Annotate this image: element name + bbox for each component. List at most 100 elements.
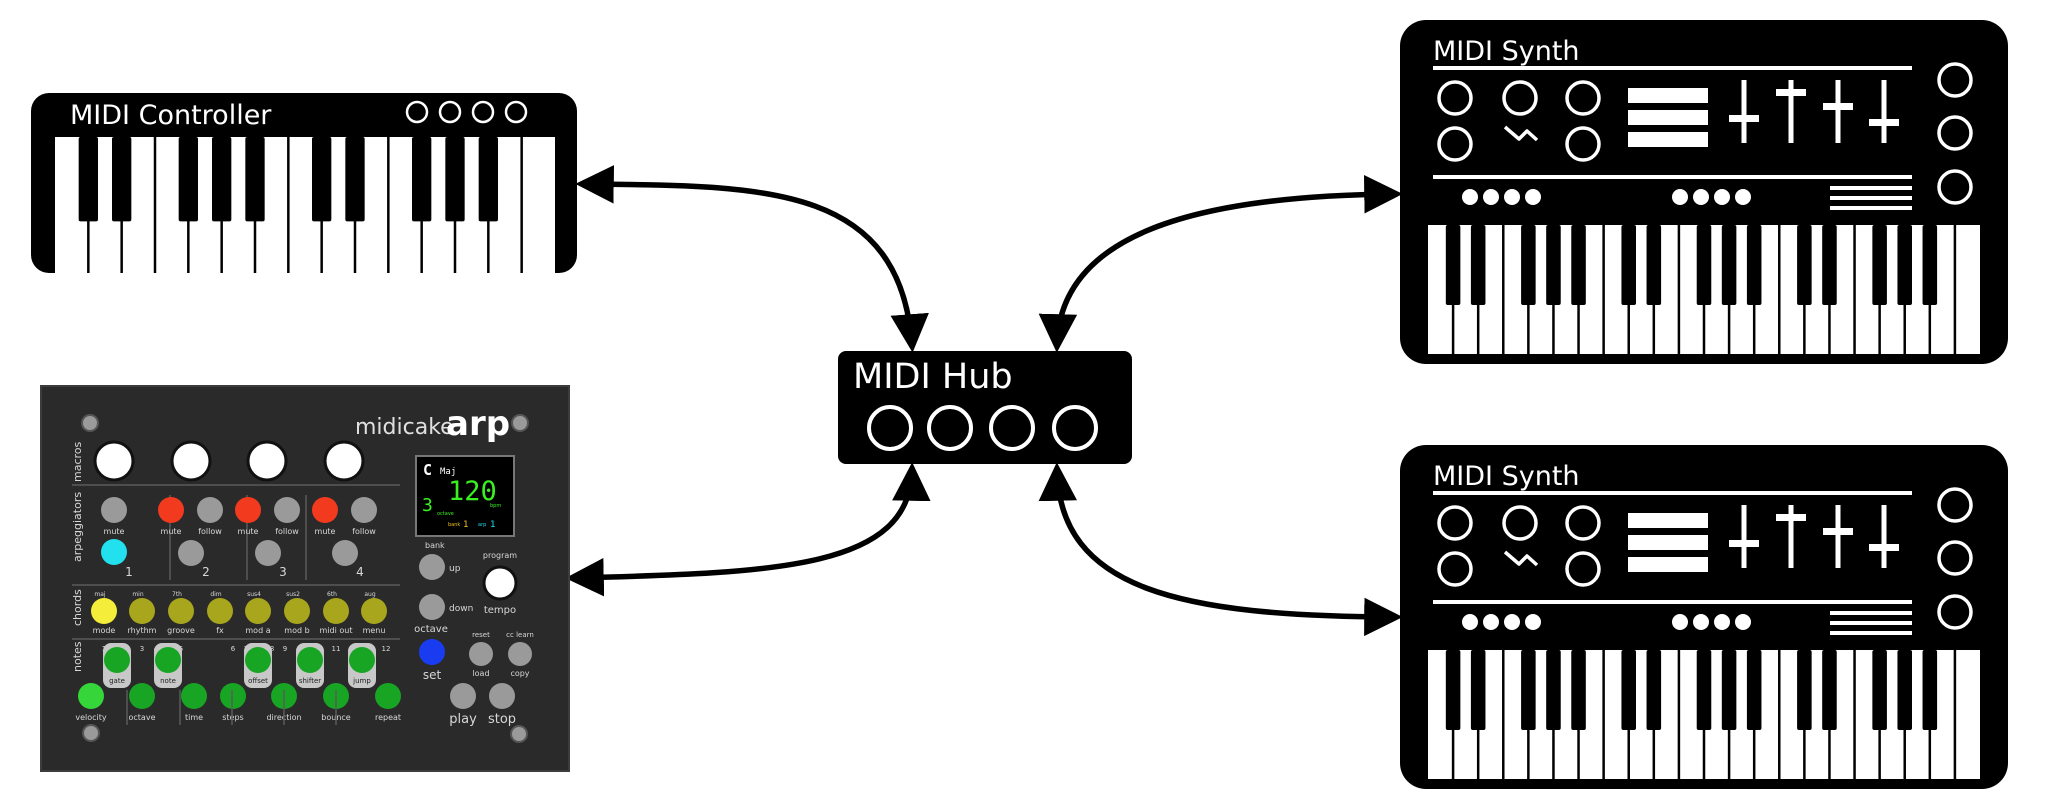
chord-button[interactable] — [323, 598, 349, 624]
chord-button[interactable] — [245, 598, 271, 624]
chord-top-label: 7th — [172, 591, 182, 598]
arp-4-mute-button[interactable] — [312, 497, 338, 523]
stop-button[interactable] — [489, 683, 515, 709]
indicator-dot — [1462, 614, 1478, 630]
black-key — [1696, 225, 1712, 305]
notes-section: 123456789101112gatenoteoffsetshifterjump… — [75, 643, 401, 725]
macro-knob-2[interactable] — [170, 440, 212, 482]
chord-top-label: maj — [94, 591, 106, 598]
black-key — [1872, 650, 1887, 730]
arp-number-2: 2 — [202, 565, 210, 579]
bank-up-button[interactable] — [419, 554, 445, 580]
midicake-arp-device: midicake arp macros arpeggiators chords … — [40, 385, 570, 772]
midi-controller: MIDI Controller — [31, 93, 577, 273]
arrow-hub-synth-top — [1038, 175, 1403, 353]
controller-keyboard — [55, 137, 555, 273]
chord-top-label: aug — [364, 591, 375, 598]
bank-down-button[interactable] — [419, 594, 445, 620]
arp-2-select-button[interactable] — [178, 540, 204, 566]
macro-knob-1[interactable] — [93, 440, 135, 482]
chord-button[interactable] — [129, 598, 155, 624]
arp-4-follow-button[interactable] — [351, 497, 377, 523]
note-button-lower[interactable] — [181, 683, 207, 709]
load-button[interactable] — [469, 642, 493, 666]
copy-button[interactable] — [508, 642, 532, 666]
arp-number-1: 1 — [125, 565, 133, 579]
synth-display-bar — [1628, 513, 1708, 528]
arp-2-follow-label: follow — [198, 527, 222, 536]
black-key — [312, 137, 332, 222]
black-key — [1546, 225, 1561, 305]
arp-number-3: 3 — [279, 565, 287, 579]
note-lower-label: velocity — [75, 713, 107, 722]
arp-2-mute-button[interactable] — [158, 497, 184, 523]
black-key — [1470, 650, 1486, 730]
lcd-bank-label: bank — [448, 522, 460, 528]
chord-button[interactable] — [168, 598, 194, 624]
lcd-bank-value: 1 — [463, 520, 468, 530]
indicator-dot — [1693, 189, 1709, 205]
synth-knob-icon — [1437, 80, 1473, 116]
chord-button[interactable] — [207, 598, 233, 624]
black-key — [112, 137, 132, 222]
black-key — [1646, 650, 1662, 730]
lcd-tempo: 120 — [448, 476, 497, 507]
indicator-dot — [1525, 189, 1541, 205]
play-button[interactable] — [450, 683, 476, 709]
arp-3-mute-button[interactable] — [235, 497, 261, 523]
black-key — [1872, 225, 1887, 305]
black-key — [1746, 225, 1762, 305]
note-button-upper[interactable] — [104, 647, 130, 673]
tempo-knob[interactable] — [482, 565, 518, 601]
lcd-bpm-label: bpm — [490, 503, 501, 509]
note-lower-label: repeat — [375, 713, 401, 722]
bank-up-label: up — [449, 564, 461, 574]
note-button-upper[interactable] — [245, 647, 271, 673]
note-button-upper[interactable] — [155, 647, 181, 673]
arp-3-select-button[interactable] — [255, 540, 281, 566]
note-button-lower[interactable] — [375, 683, 401, 709]
arp-1-mute-button[interactable] — [101, 497, 127, 523]
grille-line — [1830, 621, 1912, 625]
synth-knob-icon — [1502, 505, 1538, 541]
note-button-lower[interactable] — [129, 683, 155, 709]
tempo-label: tempo — [484, 605, 516, 616]
keyboard-whites-bg — [55, 137, 555, 273]
arp-number-4: 4 — [356, 565, 364, 579]
synth-knob-icon — [1937, 169, 1973, 205]
arp-1-mute-label: mute — [104, 527, 125, 536]
note-button-lower[interactable] — [78, 683, 104, 709]
macro-knob-3[interactable] — [246, 440, 288, 482]
chord-bottom-label: mod b — [284, 626, 309, 635]
black-key — [1571, 225, 1586, 305]
fader-cap — [1776, 514, 1806, 521]
black-key — [1646, 225, 1662, 305]
black-key — [412, 137, 432, 222]
arrow-hub-controller — [575, 165, 929, 353]
brand-name: arp — [446, 404, 510, 444]
arp-4-select-button[interactable] — [332, 540, 358, 566]
indicator-dot — [1525, 614, 1541, 630]
arp-2-follow-button[interactable] — [197, 497, 223, 523]
synth-bottom-keyboard — [1428, 650, 1980, 779]
chord-button[interactable] — [284, 598, 310, 624]
note-button-upper[interactable] — [297, 647, 323, 673]
arp-3-follow-button[interactable] — [274, 497, 300, 523]
synth-knob-icon — [1937, 62, 1973, 98]
grille-line — [1830, 611, 1912, 615]
set-button[interactable] — [419, 639, 445, 665]
lcd-octave-label: octave — [437, 511, 454, 517]
black-key — [1546, 650, 1561, 730]
set-label: set — [423, 668, 442, 682]
arp-3-mute-label: mute — [238, 527, 259, 536]
note-button-upper[interactable] — [349, 647, 375, 673]
arp-1-select-button[interactable] — [101, 539, 127, 565]
synth-knob-icon — [1565, 551, 1601, 587]
grille-line — [1830, 206, 1912, 210]
indicator-dot — [1672, 614, 1688, 630]
macro-knob-4[interactable] — [323, 440, 365, 482]
chord-button[interactable] — [361, 598, 387, 624]
note-button-lower[interactable] — [220, 683, 246, 709]
chord-button[interactable] — [91, 598, 117, 624]
